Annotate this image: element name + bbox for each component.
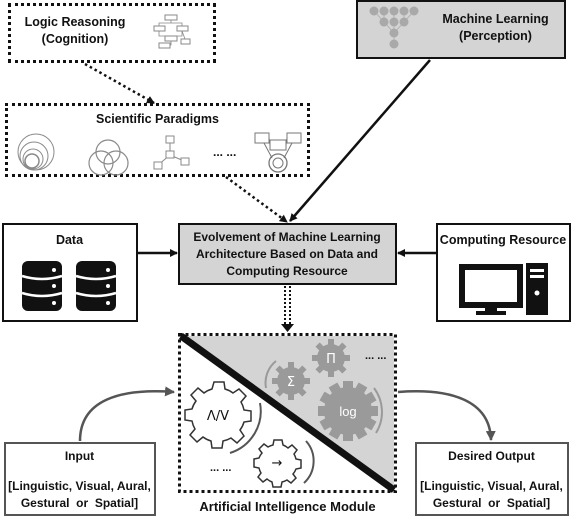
database-cylinder-right [76, 261, 116, 311]
input-modalities-line-2: Gestural or Spatial] [20, 496, 139, 510]
architecture-line-1: Evolvement of Machine Learning [193, 230, 381, 244]
machine-learning-subtitle: (Perception) [459, 29, 532, 43]
pi-gear-icon: Π [312, 339, 350, 377]
database-cylinder-left [22, 261, 62, 311]
ai-module: Σ Π log ... [178, 333, 397, 493]
arrow-center-to-ai-module [281, 324, 294, 332]
paradigm-icons: ... ... [17, 132, 302, 176]
arrow-ml-to-center [289, 59, 431, 222]
database-icon [21, 261, 117, 311]
ai-ellipsis-bottom: ... ... [210, 462, 231, 474]
tree-diagram-icon [254, 132, 302, 173]
input-box: Input [Linguistic, Visual, Aural, Gestur… [4, 442, 156, 516]
svg-text:log: log [339, 404, 356, 419]
ai-ellipsis-top: ... ... [365, 350, 386, 362]
network-nodes-icon [153, 135, 190, 170]
venn-circles-icon [88, 139, 129, 176]
log-gear-icon: log [318, 381, 378, 441]
computing-resource-box: Computing Resource [436, 223, 571, 322]
arrow-logic-to-paradigms [84, 62, 155, 105]
svg-text:→: → [272, 456, 283, 471]
arrow-gear-icon: → [253, 439, 302, 488]
desktop-computer-icon [459, 263, 548, 315]
flowchart-icon [153, 14, 191, 49]
machine-learning-box: Machine Learning (Perception) [356, 0, 566, 59]
desired-output-box: Desired Output [Linguistic, Visual, Aura… [415, 442, 569, 516]
output-title: Desired Output [448, 449, 535, 463]
svg-text:Λ/V: Λ/V [207, 409, 229, 424]
data-title: Data [55, 233, 84, 247]
svg-text:Σ: Σ [287, 375, 295, 390]
arrow-ai-module-to-output [397, 390, 496, 441]
logic-reasoning-subtitle: (Cognition) [41, 32, 109, 46]
logic-reasoning-title: Logic Reasoning [24, 15, 126, 29]
scientific-paradigms-title: Scientific Paradigms [96, 112, 219, 126]
and-or-gear-icon: Λ/V [184, 381, 252, 449]
neural-network-icon [369, 6, 419, 49]
logic-reasoning-box: Logic Reasoning (Cognition) [8, 3, 216, 63]
monitor-icon [459, 264, 523, 308]
scientific-paradigms-box: Scientific Paradigms ... ... [5, 103, 310, 177]
concentric-circles-icon [17, 133, 55, 171]
ai-module-label: Artificial Intelligence Module [199, 499, 376, 514]
input-title: Input [64, 449, 95, 463]
machine-learning-title: Machine Learning [442, 12, 549, 26]
sigma-gear-icon: Σ [272, 362, 310, 400]
arrow-paradigms-to-center [225, 175, 288, 224]
architecture-line-2: Architecture Based on Data and [195, 247, 379, 261]
paradigms-ellipsis: ... ... [213, 145, 236, 159]
input-modalities-line-1: [Linguistic, Visual, Aural, [8, 479, 151, 493]
output-modalities-line-1: [Linguistic, Visual, Aural, [420, 479, 563, 493]
architecture-line-3: Computing Resource [226, 264, 348, 278]
output-modalities-line-2: Gestural or Spatial] [432, 496, 551, 510]
computing-resource-title: Computing Resource [439, 233, 567, 247]
svg-text:Π: Π [326, 352, 336, 367]
data-box: Data [2, 223, 138, 322]
arrow-input-to-ai-module [78, 386, 175, 442]
ml-architecture-box: Evolvement of Machine Learning Architect… [178, 223, 397, 285]
